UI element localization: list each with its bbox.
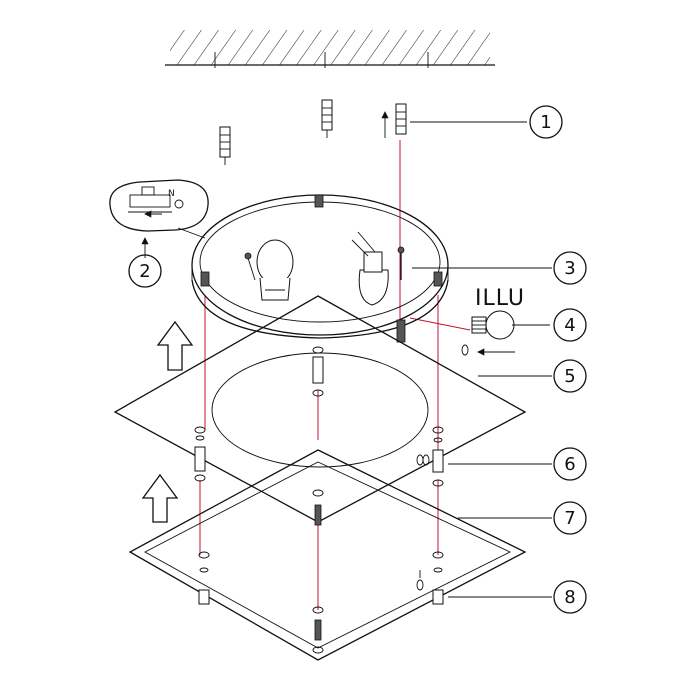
callout-1: 1 (529, 105, 563, 139)
ceiling (165, 30, 495, 68)
inset-mark: N (168, 189, 175, 199)
cap-left-8 (198, 551, 210, 605)
callout-leaders (410, 121, 552, 598)
callout-6: 6 (553, 447, 587, 481)
lamp-socket-right (351, 231, 389, 306)
callout-8-label: 8 (564, 587, 575, 608)
screw-lower (396, 319, 406, 343)
callout-4-label: 4 (564, 315, 575, 336)
lamp-socket-left (244, 239, 294, 301)
callout-3: 3 (553, 251, 587, 285)
callout-2: 2 (128, 254, 162, 288)
callout-2-label: 2 (139, 261, 150, 282)
base-plate (191, 194, 449, 339)
inset-detail-bubble: N (109, 179, 209, 258)
wall-plug-left (219, 126, 231, 165)
callout-5-label: 5 (564, 366, 575, 387)
up-arrow-upper (156, 320, 194, 371)
up-arrow-lower (141, 473, 179, 523)
square-frame-5 (113, 295, 527, 523)
callout-6-label: 6 (564, 454, 575, 475)
spacer-right-6 (416, 426, 444, 487)
callout-4: 4 (553, 308, 587, 342)
alignment-guides (199, 140, 471, 610)
wall-plug-middle (321, 99, 333, 138)
callout-7: 7 (553, 501, 587, 535)
callout-3-label: 3 (564, 258, 575, 279)
bulb-label: ILLU (475, 286, 525, 311)
wall-plug-right (395, 103, 407, 135)
callout-5: 5 (553, 359, 587, 393)
callout-1-label: 1 (540, 112, 551, 133)
callout-7-label: 7 (564, 508, 575, 529)
glass-panel-7 (128, 449, 527, 661)
spacer-left-6 (194, 426, 206, 482)
callout-8: 8 (553, 580, 587, 614)
cap-right-8 (416, 551, 444, 605)
screw-3 (397, 246, 405, 280)
bulb-part-4: ILLU (461, 286, 525, 356)
